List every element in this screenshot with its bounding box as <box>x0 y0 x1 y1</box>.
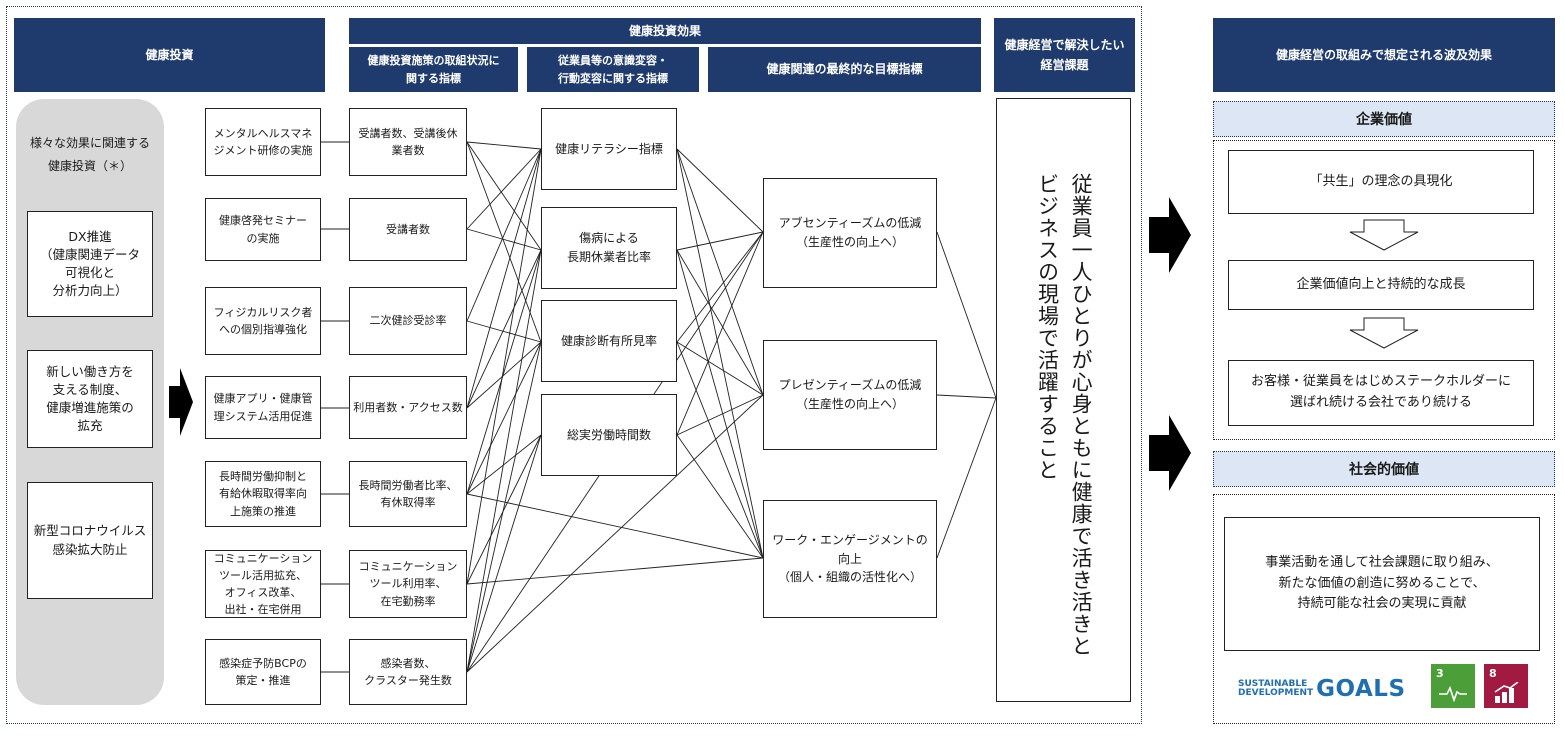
header-issue: 健康経営で解決したい 経営課題 <box>994 18 1135 92</box>
down-arrow-icon <box>1349 219 1419 251</box>
final-absenteeism: アブセンティーズムの低減 （生産性の向上へ） <box>763 178 937 288</box>
status-training-attendees: 受講者数、受講後休 業者数 <box>349 108 467 176</box>
arrow-right-icon <box>1149 415 1191 491</box>
corporate-value-stakeholders: お客様・従業員をはじめステークホルダーに 選ばれ続ける会社であり続ける <box>1228 360 1534 426</box>
corporate-value-header: 企業価値 <box>1213 101 1555 137</box>
grey-item-work-style: 新しい働き方を 支える制度、 健康増進施策の 拡充 <box>27 350 153 448</box>
arrow-right-icon <box>1149 197 1191 273</box>
measure-long-hours-reduction: 長時間労働抑制と 有給休暇取得率向 上施策の推進 <box>205 461 321 527</box>
status-secondary-checkup-rate: 二次健診受診率 <box>349 287 467 355</box>
status-tool-usage-rate: コミュニケーション ツール利用率、 在宅勤務率 <box>349 550 467 618</box>
sdgs-goals: GOALS <box>1316 676 1406 702</box>
status-seminar-attendees: 受講者数 <box>349 198 467 261</box>
sdg-goal-3-icon: 3 <box>1431 664 1475 708</box>
header-effect: 健康投資効果 <box>349 18 981 44</box>
behavior-long-leave-ratio: 傷病による 長期休業者比率 <box>541 207 677 289</box>
corporate-value-growth: 企業価値向上と持続的な成長 <box>1228 260 1534 310</box>
status-long-hours-ratio: 長時間労働者比率、 有休取得率 <box>349 461 467 527</box>
sdg-goal-8-number: 8 <box>1489 667 1497 680</box>
sdgs-logo: SUSTAINABLE DEVELOPMENT GOALS <box>1238 674 1418 704</box>
header-effect-final: 健康関連の最終的な目標指標 <box>708 47 981 92</box>
down-arrow-icon <box>1349 317 1419 349</box>
corporate-value-frame <box>1213 140 1555 440</box>
sdg-goal-3-number: 3 <box>1436 667 1444 680</box>
sdgs-line2: DEVELOPMENT <box>1238 688 1314 698</box>
final-presenteeism: プレゼンティーズムの低減 （生産性の向上へ） <box>763 340 937 450</box>
header-ripple: 健康経営の取組みで想定される波及効果 <box>1213 18 1555 92</box>
measure-physical-risk-guidance: フィジカルリスク者 への個別指導強化 <box>205 287 321 355</box>
header-effect-status: 健康投資施策の取組状況に 関する指標 <box>349 47 518 92</box>
grey-item-dx: DX推進 （健康関連データ 可視化と 分析力向上） <box>27 211 153 317</box>
social-value-frame <box>1213 494 1555 724</box>
corporate-value-symbiosis: 「共生」の理念の具現化 <box>1228 150 1534 214</box>
header-investment: 健康投資 <box>14 18 325 92</box>
management-issue-box: 従業員一人ひとりが心身ともに健康で活き活きと ビジネスの現場で活躍すること <box>996 98 1131 702</box>
behavior-checkup-findings: 健康診断有所見率 <box>541 300 677 382</box>
social-value-header: 社会的価値 <box>1213 451 1555 487</box>
social-value-text: 事業活動を通して社会課題に取り組み、 新たな価値の創造に努めることで、 持続可能… <box>1224 517 1540 651</box>
grey-panel-caption: 様々な効果に関連する 健康投資（＊） <box>29 136 150 173</box>
left-section-frame <box>6 6 1142 724</box>
management-issue-text: 従業員一人ひとりが心身ともに健康で活き活きと ビジネスの現場で活躍すること <box>1035 173 1094 657</box>
final-work-engagement: ワーク・エンゲージメントの 向上 （個人・組織の活性化へ） <box>763 500 937 618</box>
grey-item-covid: 新型コロナウイルス 感染拡大防止 <box>27 482 153 599</box>
sdgs-wordmark-left: SUSTAINABLE DEVELOPMENT <box>1238 678 1314 699</box>
header-effect-behavior: 従業員等の意識変容・ 行動変容に関する指標 <box>527 47 699 92</box>
measure-health-seminar: 健康啓発セミナー の実施 <box>205 198 321 261</box>
status-app-users: 利用者数・アクセス数 <box>349 376 467 439</box>
measure-communication-tools: コミュニケーション ツール活用拡充、 オフィス改革、 出社・在宅併用 <box>205 550 321 618</box>
measure-infection-bcp: 感染症予防BCPの 策定・推進 <box>205 639 321 705</box>
sdg-goal-8-icon: 8 <box>1484 664 1528 708</box>
behavior-total-work-hours: 総実労働時間数 <box>541 394 677 476</box>
sdgs-line1: SUSTAINABLE <box>1238 678 1308 689</box>
status-infection-count: 感染者数、 クラスター発生数 <box>349 639 467 705</box>
measure-health-app: 健康アプリ・健康管 理システム活用促進 <box>205 376 321 439</box>
behavior-health-literacy: 健康リテラシー指標 <box>541 108 677 190</box>
measure-mental-health-training: メンタルヘルスマネ ジメント研修の実施 <box>205 108 321 176</box>
arrow-right-icon <box>169 368 193 436</box>
